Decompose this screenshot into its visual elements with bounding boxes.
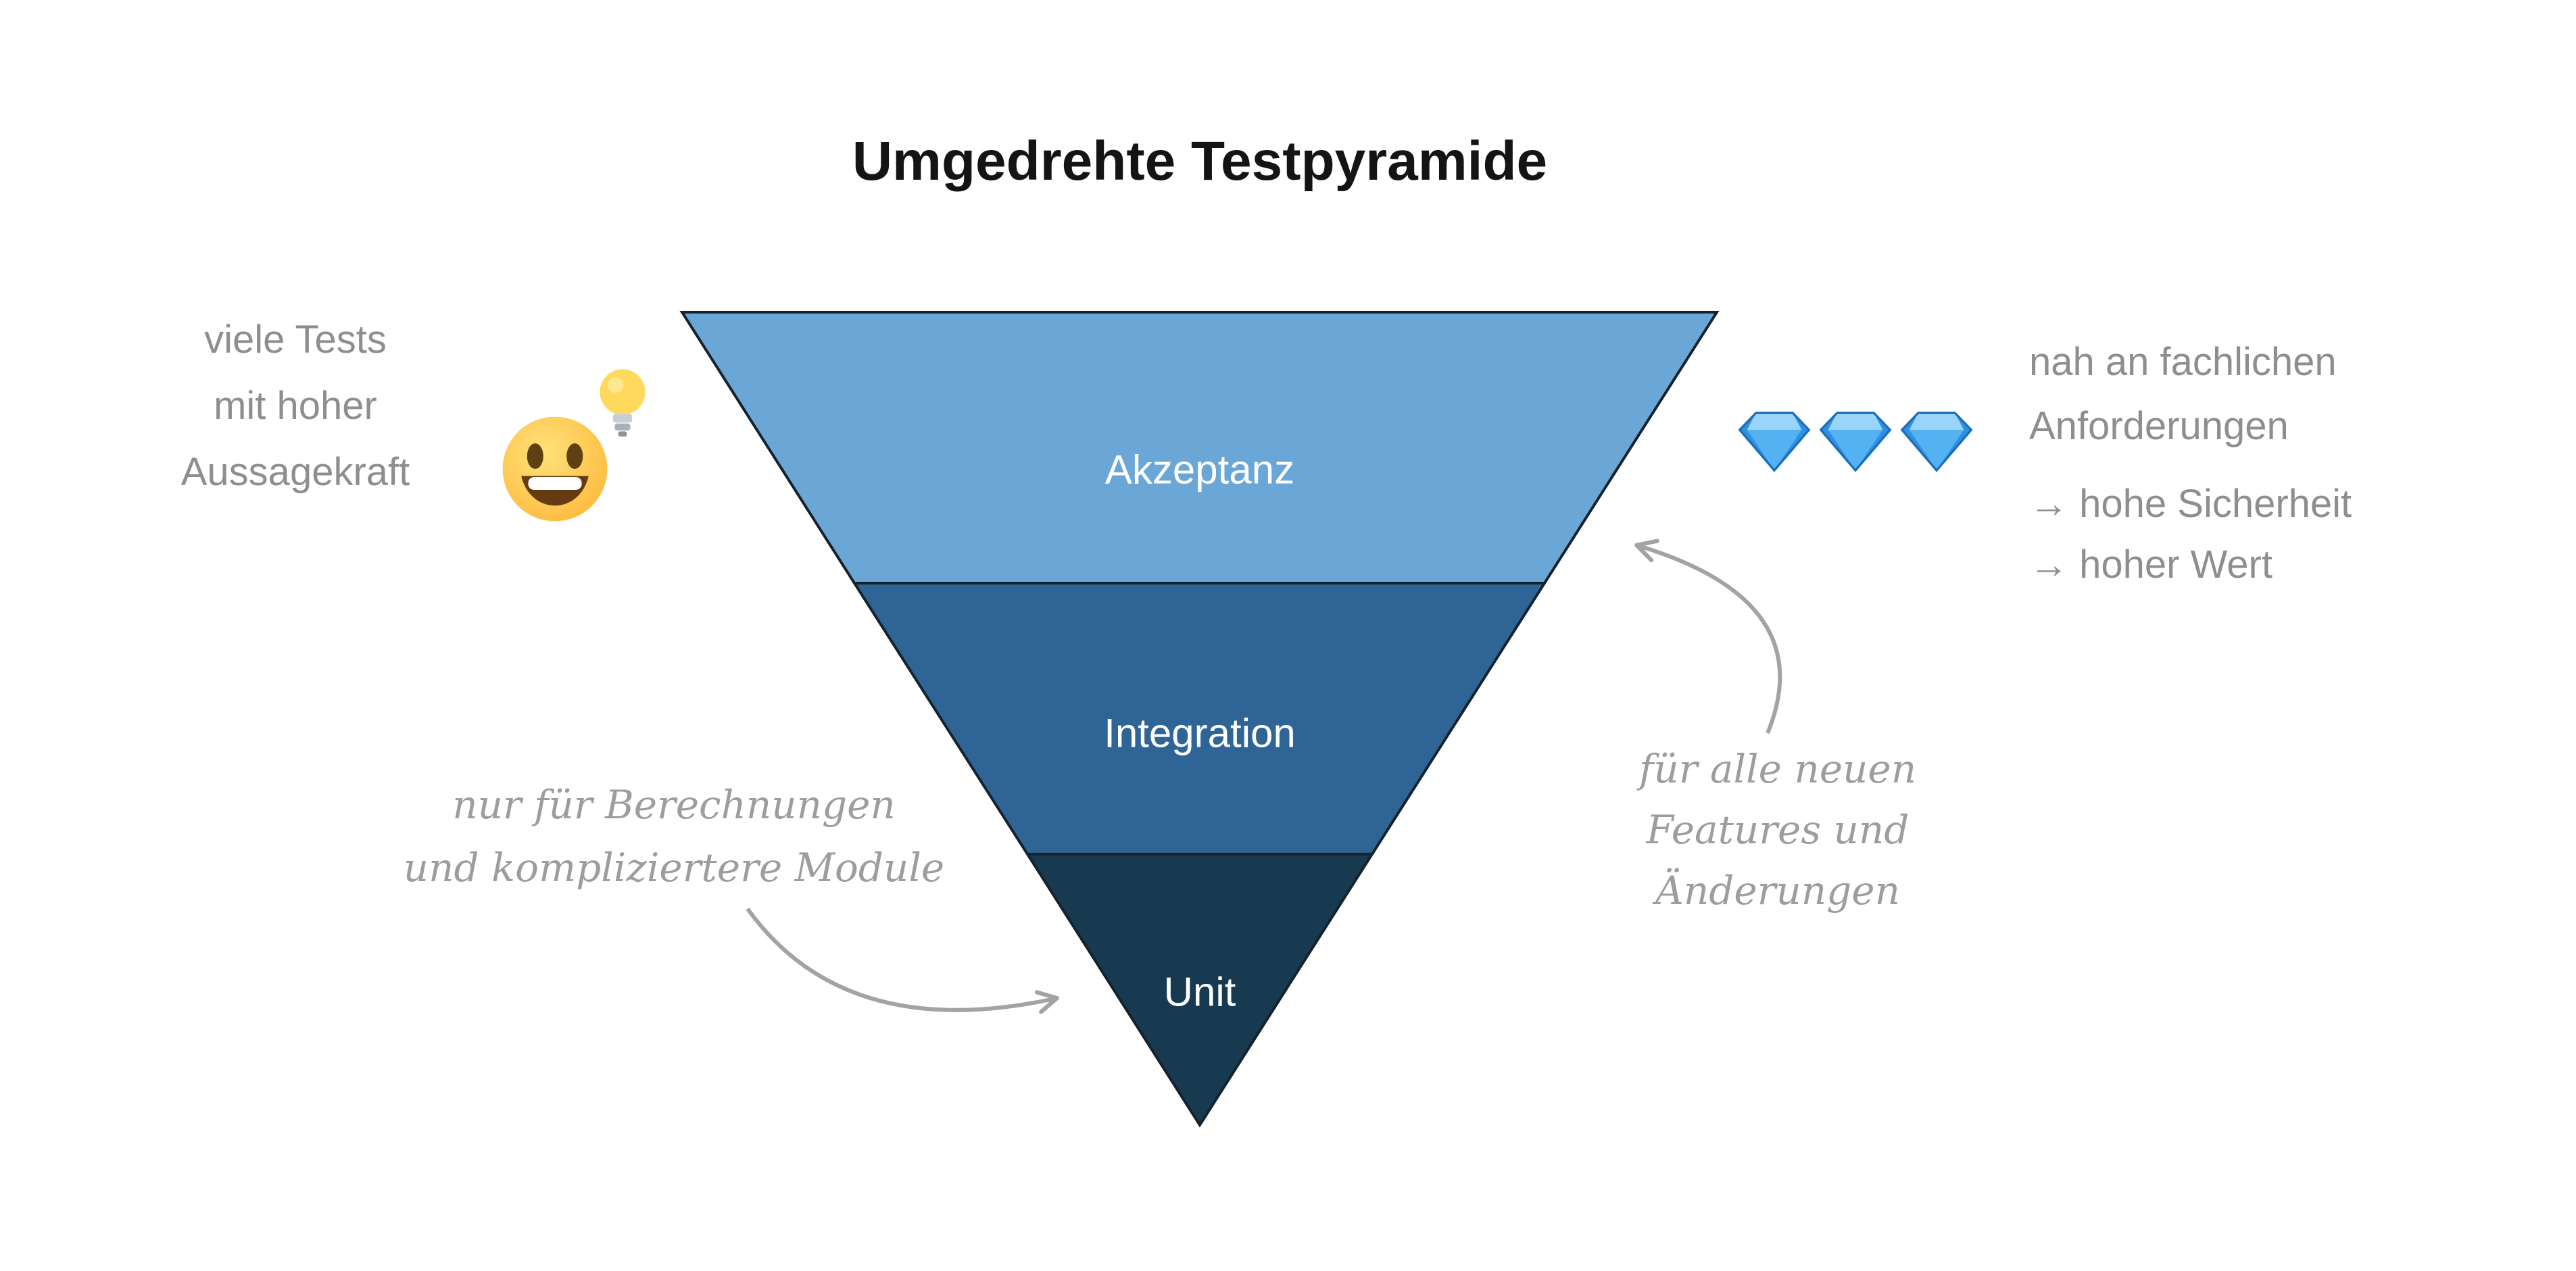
annotation-line: Aussagekraft [180, 450, 410, 494]
layer-label-integration: Integration [1104, 710, 1296, 756]
annotation-line: mit hoher [214, 384, 377, 428]
left-annotation-arrow [746, 907, 1059, 1014]
annotation-line: und kompliziertere Module [403, 845, 945, 891]
annotation-right-top: nah an fachlichen Anforderungen [2029, 330, 2337, 458]
annotation-line: Features und [1646, 807, 1910, 853]
layer-label-akzeptanz: Akzeptanz [1104, 447, 1295, 493]
annotation-line: nah an fachlichen [2029, 340, 2337, 384]
annotation-line: nur für Berechnungen [452, 782, 896, 828]
pyramid-layer-unit [1025, 853, 1375, 1128]
annotation-line: Anforderungen [2029, 404, 2289, 448]
annotation-left-bottom: nur für Berechnungen und kompliziertere … [404, 774, 945, 899]
annotation-left-top: viele Tests mit hoher Aussagekraft [181, 307, 410, 505]
annotation-line: für alle neuen [1638, 746, 1917, 792]
diamond-icon [1738, 412, 1811, 472]
annotation-right-top-bullets: → hohe Sicherheit → hoher Wert [2029, 474, 2352, 595]
annotation-bullet: → hohe Sicherheit [2029, 482, 2352, 526]
right-annotation-arrow [1634, 539, 1782, 734]
annotation-bullet: → hoher Wert [2029, 543, 2273, 587]
diagram-title: Umgedrehte Testpyramide [852, 130, 1548, 192]
annotation-line: Änderungen [1655, 868, 1900, 914]
smiley-icon [502, 416, 608, 522]
diamond-icon [1819, 412, 1892, 472]
lightbulb-icon [600, 369, 646, 437]
annotation-right-bottom: für alle neuen Features und Änderungen [1639, 739, 1916, 921]
diamond-icon [1900, 412, 1973, 472]
annotation-line: viele Tests [204, 318, 387, 362]
diamonds-icon [1738, 412, 1973, 472]
layer-label-unit: Unit [1163, 969, 1236, 1015]
